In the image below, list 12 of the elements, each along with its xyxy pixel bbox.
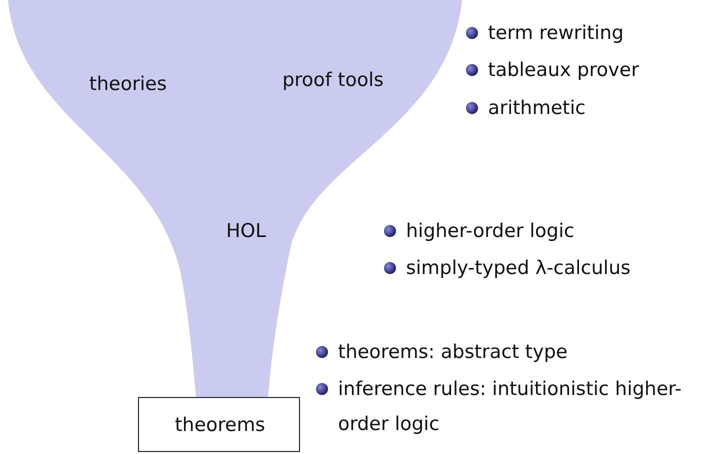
bullet-text: theorems: abstract type [338, 340, 568, 365]
bullet-text: term rewriting [488, 21, 624, 46]
bullet-text: higher-order logic [406, 219, 574, 244]
node-label: theories [89, 73, 167, 95]
bullet-text: tableaux prover [488, 58, 639, 83]
theorem-box [138, 397, 300, 452]
node-label: HOL [226, 220, 266, 242]
bullet-text: arithmetic [488, 96, 586, 121]
node-label: theorems [174, 414, 266, 436]
node-label: proof tools [282, 69, 384, 91]
bullet-text: simply-typed λ-calculus [406, 256, 631, 281]
bullet-text: inference rules: intuitionistic higher-order logic [338, 377, 683, 437]
